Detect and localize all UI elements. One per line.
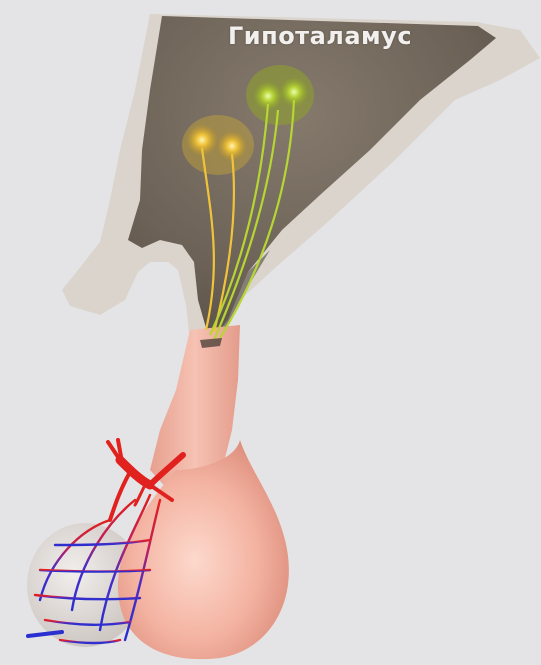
- pituitary-anterior-lobe: [118, 440, 289, 659]
- hypothalamus-region: [128, 16, 496, 342]
- hypothalamus-label: Гипоталамус: [228, 22, 412, 50]
